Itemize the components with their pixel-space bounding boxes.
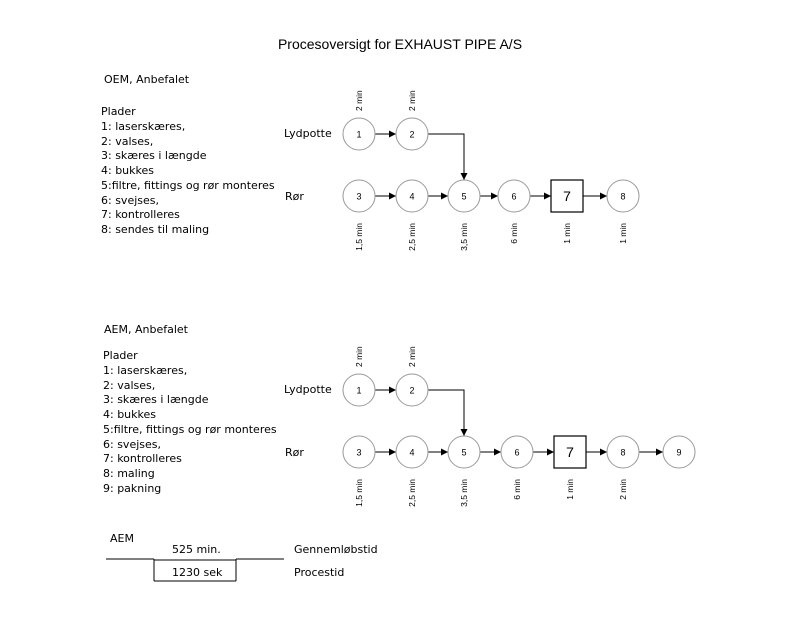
aem-node-label: 6 [514,448,519,458]
oem-node-label: 7 [563,188,571,204]
aem-time-label: 1,5 min [354,479,364,507]
oem-step-list: 1: laserskæres, 2: valses, 3: skæres i l… [101,120,275,238]
oem-process-circle [447,179,481,213]
aem-step: 3: skæres i længde [103,393,209,407]
oem-process-circle [342,117,376,151]
oem-time-label: 2 min [407,90,417,111]
aem-step: 5:filtre, fittings og rør monteres [103,422,277,436]
aem-flow: 1 2 min 2 2 min 3 1,5 min 4 2,5 min 5 3,5 min 6 6 m… [342,346,696,507]
oem-heading: OEM, Anbefalet [104,73,190,86]
aem-process-circle [395,373,429,407]
aem-time-label: 2,5 min [407,479,417,507]
oem-node-label: 1 [356,130,361,140]
aem-process-box [553,435,587,469]
timeline-label: AEM [110,532,134,545]
aem-node-label: 3 [356,448,361,458]
oem-step: 3: skæres i længde [101,149,207,163]
oem-node-label: 8 [620,192,625,202]
aem-node-label: 7 [566,444,574,460]
oem-flow: 1 2 min 2 2 min 3 1,5 min 4 2,5 min 5 3,5 min 6 6 m… [342,90,640,251]
oem-step: 8: sendes til maling [101,222,210,236]
oem-time-label: 1 min [618,223,628,244]
oem-node-label: 6 [511,192,516,202]
oem-process-box [550,179,584,213]
oem-merge-arrow [428,133,468,180]
oem-process-circle [497,179,531,213]
aem-heading: AEM, Anbefalet [104,323,188,336]
aem-step: 9: pakning [103,481,162,495]
oem-time-label: 2 min [354,90,364,111]
aem-process-circle [447,435,481,469]
oem-step: 5:filtre, fittings og rør monteres [101,178,275,192]
aem-step: 8: maling [103,466,155,480]
aem-step: 7: kontrolleres [103,452,182,466]
oem-time-label: 6 min [509,223,519,244]
aem-process-circle [342,435,376,469]
aem-node-label: 8 [620,448,625,458]
aem-time-label: 2 min [407,346,417,367]
oem-time-label: 3,5 min [459,223,469,251]
oem-node-label: 5 [461,192,466,202]
oem-node-label: 3 [356,192,361,202]
oem-row-label-ror: Rør [285,190,304,203]
oem-process-circle [395,117,429,151]
oem-node-label: 4 [409,192,414,202]
aem-list-title: Plader [103,349,138,362]
oem-process-circle [395,179,429,213]
diagram-title: Procesoversigt for EXHAUST PIPE A/S [277,36,523,52]
aem-row-label-lydpotte: Lydpotte [284,383,332,396]
timeline-graphic [106,558,284,582]
aem-process-circle [395,435,429,469]
aem-process-circle [662,435,696,469]
oem-node-label: 2 [409,130,414,140]
aem-merge-arrow [428,389,468,436]
aem-time-label: 2 min [354,346,364,367]
process-time-value: 1230 sek [172,566,223,579]
aem-row-label-ror: Rør [285,446,304,459]
aem-time-label: 2 min [618,479,628,500]
oem-step: 1: laserskæres, [101,120,186,133]
oem-step: 2: valses, [101,134,154,148]
aem-node-label: 4 [409,448,414,458]
aem-step: 6: svejses, [103,437,161,451]
aem-time-label: 6 min [512,479,522,500]
oem-step: 4: bukkes [101,164,155,178]
oem-row-label-lydpotte: Lydpotte [284,127,332,140]
aem-process-circle [500,435,534,469]
oem-process-circle [342,179,376,213]
aem-process-circle [342,373,376,407]
aem-step-list: 1: laserskæres, 2: valses, 3: skæres i l… [103,364,277,496]
lead-time-value: 525 min. [172,543,221,556]
oem-time-label: 2,5 min [407,223,417,251]
aem-node-label: 9 [676,448,681,458]
oem-time-label: 1,5 min [354,223,364,251]
aem-node-label: 2 [409,386,414,396]
oem-process-circle [606,179,640,213]
aem-node-label: 1 [356,386,361,396]
lead-time-label: Gennemløbstid [294,543,378,556]
aem-node-label: 5 [461,448,466,458]
oem-step: 7: kontrolleres [101,208,180,222]
aem-step: 2: valses, [103,378,156,392]
aem-time-label: 1 min [565,479,575,500]
oem-time-label: 1 min [562,223,572,244]
aem-process-circle [606,435,640,469]
aem-time-label: 3,5 min [459,479,469,507]
aem-step: 1: laserskæres, [103,364,188,377]
aem-step: 4: bukkes [103,408,157,422]
oem-step: 6: svejses, [101,193,159,207]
oem-list-title: Plader [101,105,136,118]
process-time-label: Procestid [294,566,345,579]
